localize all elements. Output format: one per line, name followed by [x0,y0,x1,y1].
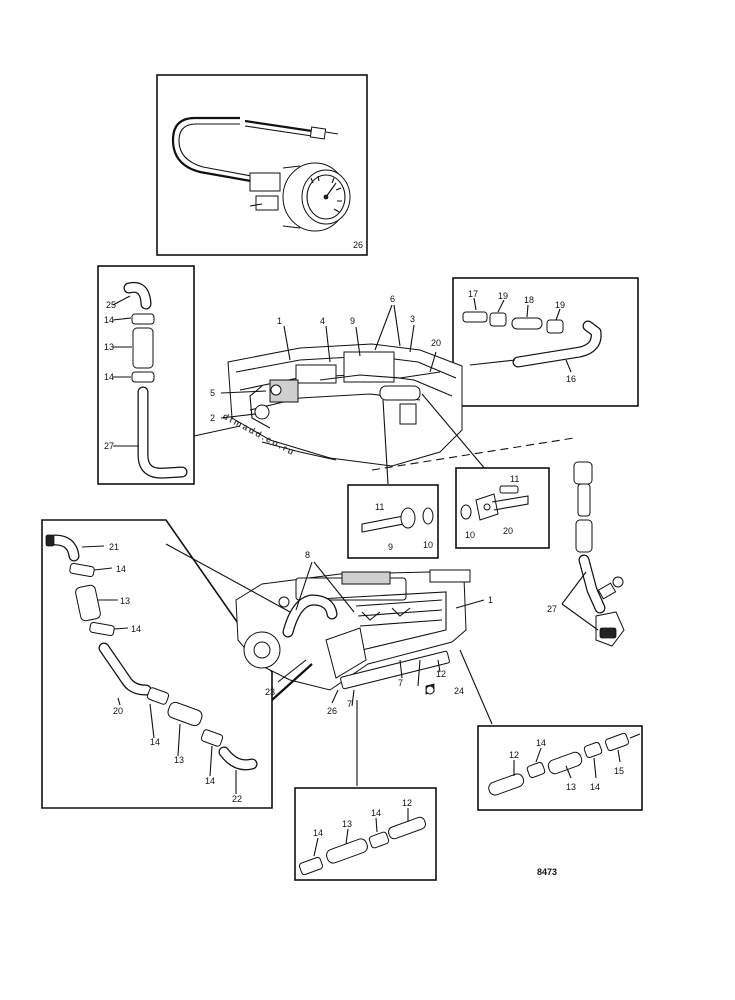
bottom-center-panel: 14 13 14 12 [294,787,437,881]
callout-22: 22 [232,794,242,804]
callout-15: 15 [614,766,624,776]
callout-26: 26 [353,240,363,250]
left-big-panel: 21 14 13 14 20 14 13 14 22 [41,519,273,809]
callout-20: 20 [113,706,123,716]
callout-25: 25 [106,300,116,310]
callout-2: 2 [210,413,215,423]
callout-14: 14 [590,782,600,792]
callout-9: 9 [350,316,355,326]
callout-14: 14 [150,737,160,747]
engine-top-illustration: 1 4 9 6 3 20 5 2 [210,294,463,467]
callout-13: 13 [342,819,352,829]
mid-left-panel: 11 9 10 [347,484,439,559]
callout-14: 14 [104,372,114,382]
callout-14: 14 [116,564,126,574]
gauge-panel: 26 [156,74,368,256]
callout-10: 10 [423,540,433,550]
callout-27: 27 [547,604,557,614]
callout-24: 24 [454,686,464,696]
callout-9: 9 [388,542,393,552]
callout-12: 12 [436,669,446,679]
bottom-right-panel: 12 14 13 14 15 [477,725,643,811]
callout-14: 14 [205,776,215,786]
callout-13: 13 [566,782,576,792]
callout-19: 19 [555,300,565,310]
callout-4: 4 [320,316,325,326]
right-valve-assembly: 27 [547,461,625,647]
callout-19: 19 [498,291,508,301]
callout-5: 5 [210,388,215,398]
left-top-panel: 25 14 13 14 27 [97,265,195,485]
callout-20: 20 [503,526,513,536]
callout-6: 6 [390,294,395,304]
callout-13: 13 [120,596,130,606]
callout-13: 13 [174,755,184,765]
callout-21: 21 [109,542,119,552]
mid-right-panel: 11 10 20 [455,467,550,549]
engine-bottom-illustration: 8 1 12 7 24 23 26 7 [235,550,493,716]
callout-11: 11 [510,474,519,484]
callout-14: 14 [536,738,546,748]
callout-18: 18 [524,295,534,305]
callout-1: 1 [488,595,493,605]
callout-3: 3 [410,314,415,324]
callout-12: 12 [402,798,412,808]
callout-26: 26 [327,706,337,716]
callout-14: 14 [313,828,323,838]
right-top-panel: 17 19 18 19 16 [452,277,639,407]
callout-1: 1 [277,316,282,326]
callout-14: 14 [371,808,381,818]
figure-number: 8473 [537,867,557,877]
callout-20: 20 [431,338,441,348]
callout-14: 14 [131,624,141,634]
callout-13: 13 [104,342,114,352]
callout-7: 7 [347,699,352,709]
callout-23: 23 [265,687,275,697]
callout-14: 14 [104,315,114,325]
callout-16: 16 [566,374,576,384]
callout-7: 7 [398,678,403,688]
callout-8: 8 [305,550,310,560]
callout-17: 17 [468,289,478,299]
callout-12: 12 [509,750,519,760]
callout-11: 11 [375,502,384,512]
callout-10: 10 [465,530,475,540]
callout-27: 27 [104,441,114,451]
